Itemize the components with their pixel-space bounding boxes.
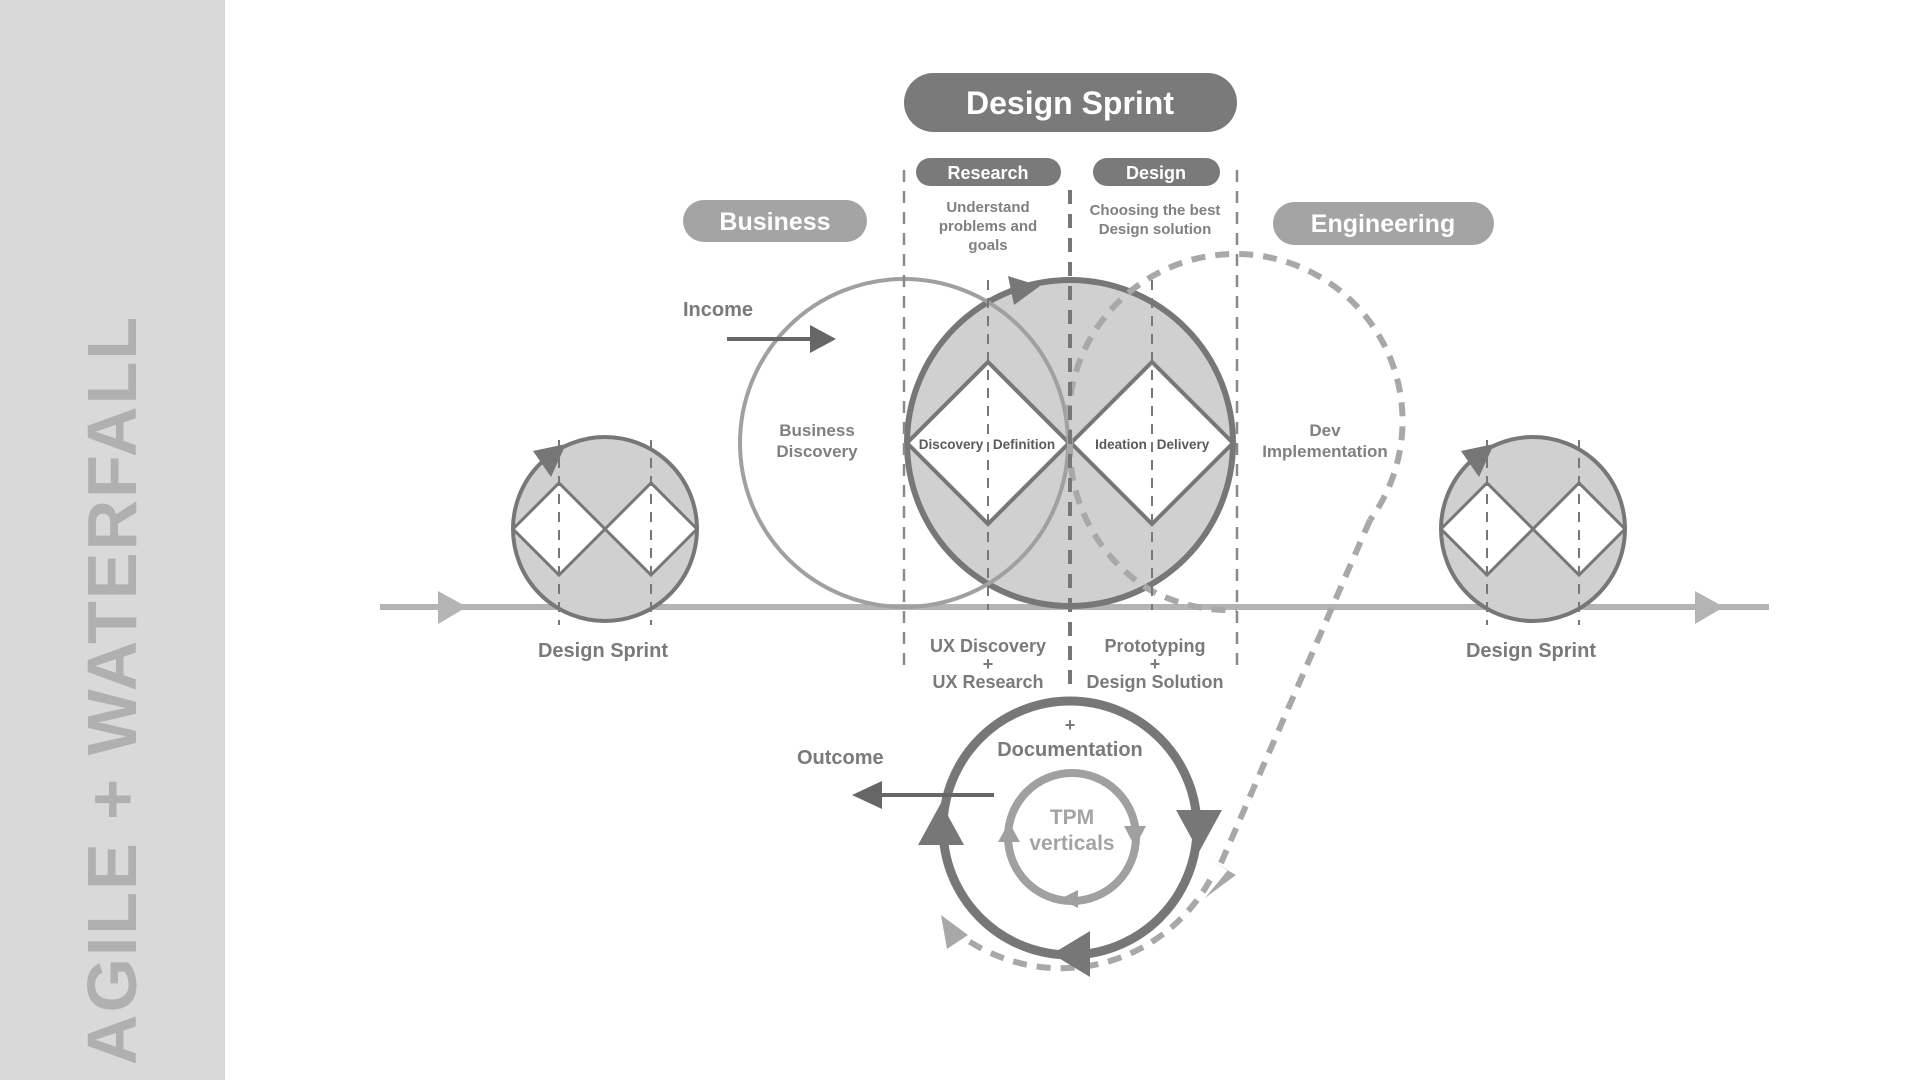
business-discovery-label: Discovery	[776, 442, 858, 461]
deliverable-research-line: UX Research	[932, 672, 1043, 692]
deliverable-extra-line: Documentation	[997, 739, 1143, 761]
design-desc-line: Design solution	[1099, 221, 1212, 238]
business-discovery-label: Business	[779, 421, 855, 440]
inner-arrow-icon	[998, 822, 1020, 842]
sprint-circle-right	[1438, 435, 1628, 625]
deliverable-design-line: Prototyping	[1105, 636, 1206, 656]
inner-arrow-icon	[1124, 826, 1146, 847]
research-label: Research	[947, 163, 1028, 183]
phase-guides	[902, 170, 1239, 690]
header-title: Design Sprint	[966, 85, 1174, 121]
sidebar: AGILE + WATERFALL	[0, 0, 225, 1080]
research-desc-line: Understand	[946, 199, 1029, 216]
income-arrow-icon	[810, 325, 836, 353]
axis-arrow-right-icon	[1695, 591, 1724, 624]
deliverable-design-line: +	[1150, 654, 1161, 674]
dev-implementation-loop	[941, 251, 1406, 972]
design-label: Design	[1126, 163, 1186, 183]
engineering-pill	[1273, 202, 1494, 245]
outer-cycle	[918, 696, 1222, 977]
sprint-label-left: Design Sprint	[538, 640, 668, 662]
diamond-label-delivery: Delivery	[1157, 437, 1210, 452]
engineering-label: Engineering	[1311, 210, 1455, 238]
design-pill	[1093, 158, 1220, 186]
diamond-label-discovery: Discovery	[919, 437, 984, 452]
cycle-arrow-up-icon	[918, 803, 964, 845]
outcome-label: Outcome	[797, 747, 884, 769]
sprint-label-right: Design Sprint	[1466, 640, 1596, 662]
cycle-arrow-down-icon	[1176, 810, 1222, 852]
deliverable-research-line: UX Discovery	[930, 636, 1046, 656]
research-desc-line: goals	[968, 237, 1007, 254]
dev-implementation-label: Dev	[1309, 421, 1341, 440]
business-pill	[683, 200, 867, 242]
diamond-label-definition: Definition	[993, 437, 1055, 452]
design-desc-line: Choosing the best	[1090, 202, 1221, 219]
arrow-up-left-icon	[941, 915, 968, 949]
deliverable-research-line: +	[983, 654, 994, 674]
income-label: Income	[683, 299, 753, 321]
diamond-label-ideation: Ideation	[1095, 437, 1147, 452]
inner-arrow-icon	[1060, 890, 1078, 908]
cycle-arrow-icon	[1008, 276, 1040, 305]
sprint-circle-left	[510, 435, 700, 625]
tpm-label: TPM	[1050, 806, 1094, 829]
deliverable-design-line: Design Solution	[1087, 672, 1224, 692]
dev-implementation-label: Implementation	[1262, 442, 1388, 461]
research-desc-line: problems and	[939, 218, 1037, 235]
research-pill	[916, 158, 1061, 186]
inner-cycle	[998, 769, 1146, 908]
outcome-arrow-icon	[852, 781, 882, 809]
deliverable-extra-line: +	[1065, 715, 1076, 735]
cycle-arrow-icon	[1461, 444, 1494, 477]
design-sprint-header	[904, 73, 1237, 132]
tpm-label: verticals	[1029, 832, 1114, 855]
arrow-down-icon	[1205, 860, 1236, 898]
axis-arrow-left-icon	[438, 591, 467, 624]
cycle-arrow-left-icon	[1052, 931, 1090, 977]
cycle-arrow-icon	[533, 444, 566, 477]
business-label: Business	[719, 208, 830, 236]
